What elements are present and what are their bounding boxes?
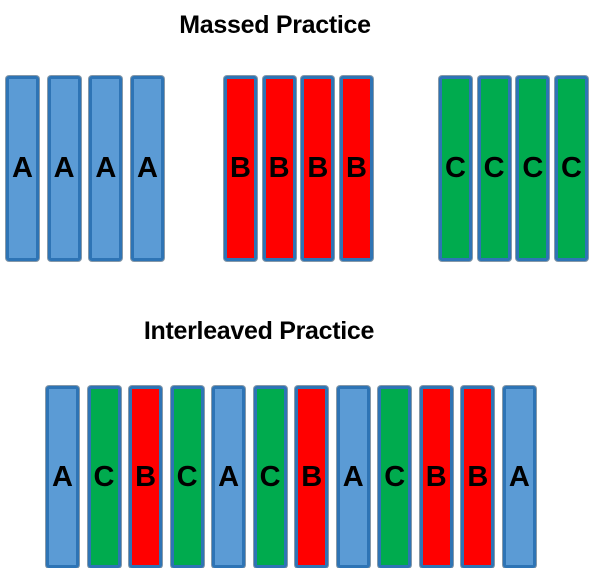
bar-letter: A xyxy=(342,460,364,493)
bar-c: C xyxy=(439,76,472,261)
bar-c: C xyxy=(170,386,204,568)
bar-b: B xyxy=(419,386,453,568)
bar-letter: A xyxy=(136,152,158,184)
bar-letter: C xyxy=(560,152,582,184)
bar-letter: B xyxy=(230,152,251,184)
bar-c: C xyxy=(253,386,287,568)
bar-b: B xyxy=(129,386,163,568)
bar-b: B xyxy=(262,76,296,261)
bar-b: B xyxy=(461,386,495,568)
bar-letter: B xyxy=(467,460,489,493)
bar-c: C xyxy=(516,76,550,261)
bar-a: A xyxy=(6,76,39,261)
bar-letter: C xyxy=(483,152,505,184)
bar-a: A xyxy=(47,76,81,261)
bar-a: A xyxy=(89,76,123,261)
bar-c: C xyxy=(87,386,121,568)
bar-letter: B xyxy=(425,460,447,493)
bar-letter: A xyxy=(53,152,75,184)
bar-c: C xyxy=(378,386,412,568)
bar-a: A xyxy=(130,76,164,261)
bar-letter: B xyxy=(135,460,157,493)
bar-b: B xyxy=(295,386,329,568)
bar-letter: C xyxy=(176,460,198,493)
bar-b: B xyxy=(339,76,373,261)
bar-c: C xyxy=(477,76,511,261)
massed-practice-title: Massed Practice xyxy=(179,11,371,39)
bar-letter: B xyxy=(345,152,367,184)
bar-letter: B xyxy=(301,460,323,493)
bar-letter: A xyxy=(508,460,530,493)
bar-a: A xyxy=(212,386,246,568)
bar-a: A xyxy=(502,386,536,568)
bar-letter: A xyxy=(218,460,240,493)
bar-a: A xyxy=(336,386,370,568)
bar-letter: C xyxy=(259,460,281,493)
bar-letter: B xyxy=(268,152,290,184)
bar-letter: A xyxy=(52,460,73,493)
interleaved-practice-title: Interleaved Practice xyxy=(143,317,375,345)
bar-letter: A xyxy=(12,152,33,184)
bar-c: C xyxy=(554,76,588,261)
bar-letter: B xyxy=(307,152,329,184)
bar-b: B xyxy=(224,76,257,261)
bar-letter: C xyxy=(93,460,115,493)
bar-a: A xyxy=(46,386,79,568)
bar-letter: C xyxy=(445,152,466,184)
bar-b: B xyxy=(301,76,335,261)
bar-letter: C xyxy=(522,152,544,184)
bar-letter: A xyxy=(95,152,117,184)
bar-letter: C xyxy=(384,460,406,493)
